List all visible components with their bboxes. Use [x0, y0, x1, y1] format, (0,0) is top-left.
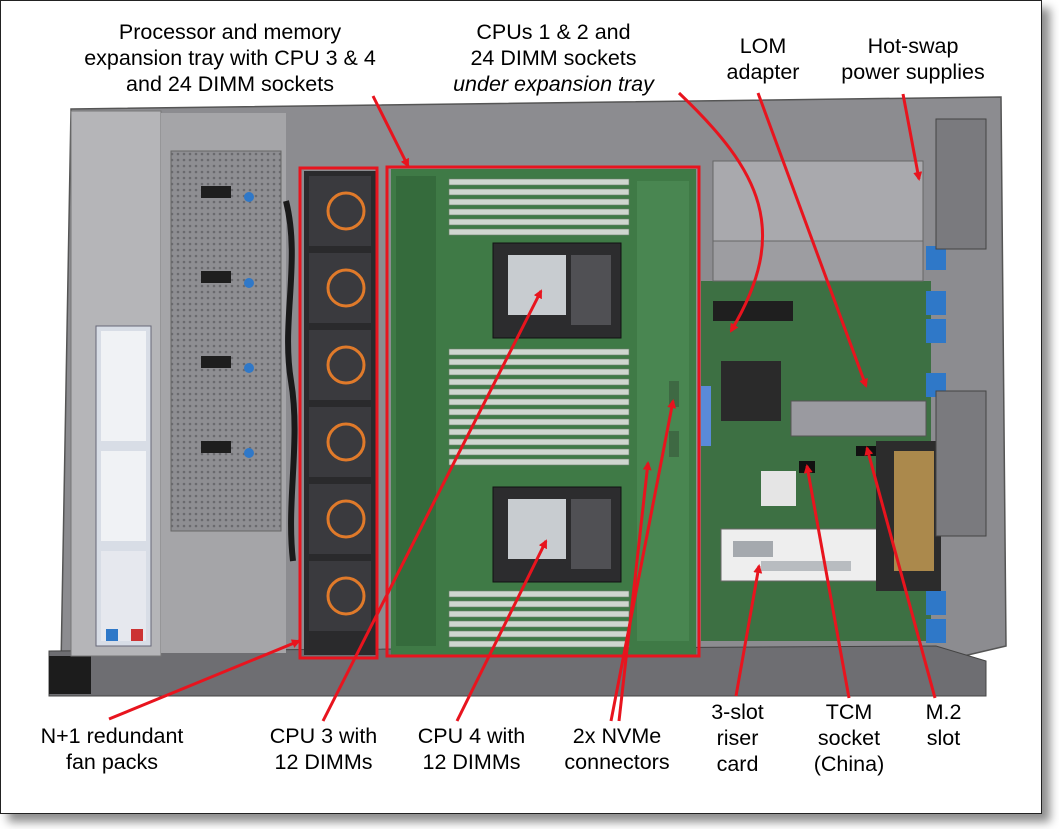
- label-line: M.2: [925, 700, 962, 724]
- arrow-m2: [864, 446, 937, 699]
- arrow-tcm: [803, 464, 851, 699]
- cpu-4-heatsink: [492, 486, 622, 583]
- label-line-italic: under expansion tray: [453, 72, 654, 96]
- label-line: connectors: [564, 750, 670, 774]
- dimm-bank-bottom: [448, 590, 630, 648]
- label-line: (China): [813, 752, 885, 776]
- callout-arrows: [108, 91, 937, 722]
- cpu-3-heatsink: [492, 242, 622, 339]
- arrow-fans: [108, 639, 301, 721]
- label-power-supplies: Hot-swap power supplies: [823, 33, 1003, 85]
- fan-4: [309, 407, 371, 477]
- label-line: LOM: [739, 34, 787, 58]
- label-line: and 24 DIMM sockets: [126, 72, 334, 96]
- label-line: N+1 redundant: [40, 724, 184, 748]
- label-fans: N+1 redundant fan packs: [17, 723, 207, 775]
- label-line: 24 DIMM sockets: [470, 46, 637, 70]
- label-line: adapter: [726, 60, 800, 84]
- label-line: CPU 4 with: [417, 724, 526, 748]
- arrow-nvme-2: [617, 461, 652, 722]
- label-line: 12 DIMMs: [422, 750, 521, 774]
- drive-cage: [170, 150, 298, 562]
- label-line: power supplies: [841, 60, 985, 84]
- label-cpus-1-2: CPUs 1 & 2 and 24 DIMM sockets under exp…: [421, 19, 686, 97]
- label-riser: 3-slot riser card: [695, 699, 780, 777]
- label-line: card: [716, 752, 759, 776]
- fan-6: [309, 561, 371, 631]
- arrow-power: [901, 93, 923, 181]
- arrow-lom: [756, 92, 868, 388]
- arrow-riser: [734, 564, 763, 697]
- arrow-cpus-1-2: [677, 91, 764, 333]
- label-line: socket: [817, 726, 881, 750]
- label-line: 3-slot: [711, 700, 764, 724]
- expansion-tray-highlight: [385, 165, 701, 658]
- label-line: expansion tray with CPU 3 & 4: [84, 46, 376, 70]
- callout-boxes: [298, 165, 701, 660]
- label-cpu-4: CPU 4 with 12 DIMMs: [399, 723, 544, 775]
- dimm-bank-top: [448, 178, 630, 236]
- riser-card: [720, 528, 882, 582]
- label-expansion-tray: Processor and memory expansion tray with…: [75, 19, 385, 97]
- fan-packs-highlight: [298, 166, 379, 660]
- power-supplies: [712, 118, 987, 643]
- label-line: 2x NVMe: [572, 724, 662, 748]
- label-line: riser: [716, 726, 759, 750]
- label-cpu-3: CPU 3 with 12 DIMMs: [251, 723, 396, 775]
- label-line: slot: [926, 726, 961, 750]
- server-diagram: [48, 91, 1007, 722]
- figure-frame: Processor and memory expansion tray with…: [0, 0, 1042, 814]
- arrow-nvme-1: [609, 399, 677, 722]
- label-nvme: 2x NVMe connectors: [547, 723, 687, 775]
- label-line: CPUs 1 & 2 and: [476, 20, 631, 44]
- fan-1: [309, 176, 371, 246]
- arrow-cpu-3: [321, 289, 543, 722]
- label-m2: M.2 slot: [911, 699, 976, 751]
- fan-3: [309, 330, 371, 400]
- fan-5: [309, 484, 371, 554]
- expansion-tray: [391, 169, 696, 655]
- label-line: TCM: [825, 700, 873, 724]
- label-line: Hot-swap: [867, 34, 959, 58]
- fan-packs: [304, 171, 376, 655]
- arrow-expansion-tray: [371, 95, 410, 168]
- label-line: CPU 3 with: [269, 724, 378, 748]
- label-tcm: TCM socket (China): [795, 699, 903, 777]
- label-line: fan packs: [65, 750, 159, 774]
- label-line: 12 DIMMs: [274, 750, 373, 774]
- label-lom: LOM adapter: [719, 33, 807, 85]
- label-line: Processor and memory: [118, 20, 342, 44]
- system-board: [701, 281, 941, 641]
- arrow-cpu-4: [455, 539, 548, 722]
- dimm-bank-middle: [448, 348, 630, 466]
- fan-2: [309, 253, 371, 323]
